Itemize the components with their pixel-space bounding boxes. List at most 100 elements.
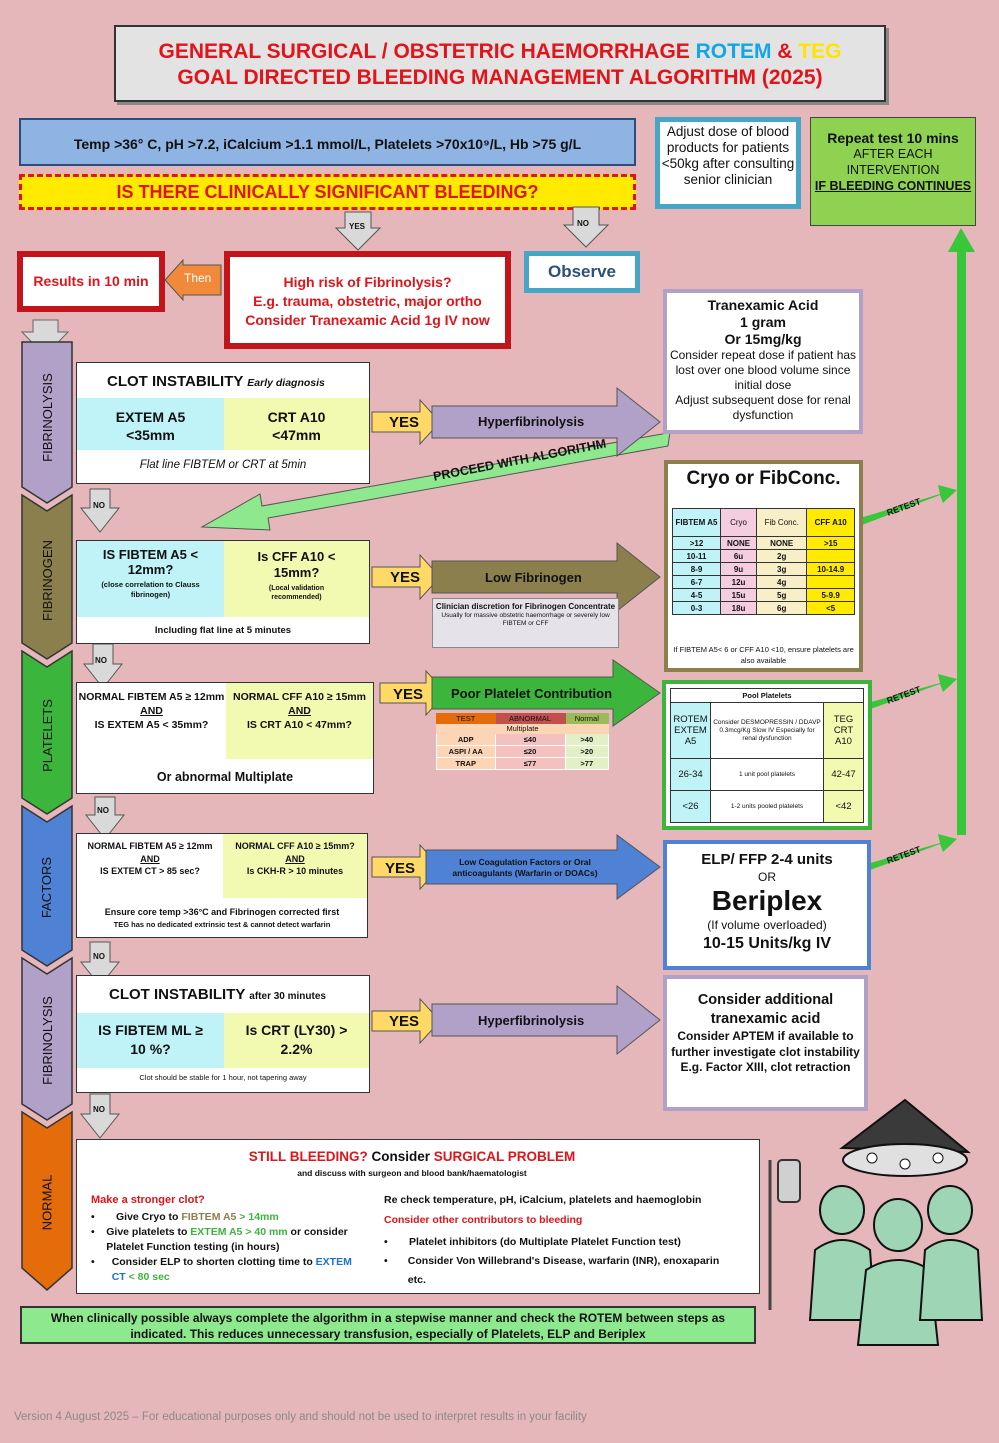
step2-cff: Is CFF A10 < 15mm? (Local validation rec… bbox=[224, 541, 369, 617]
fib-risk-line3: Consider Tranexamic Acid 1g IV now bbox=[245, 312, 490, 328]
step5-fibtem: IS FIBTEM ML ≥ 10 %? bbox=[77, 1013, 224, 1068]
footer-text: Version 4 August 2025 – For educational … bbox=[14, 1411, 587, 1423]
yes-label-top: YES bbox=[349, 222, 366, 231]
step2-right-note: (Local validation recommended) bbox=[268, 585, 325, 601]
cryo-cell: NONE bbox=[719, 536, 758, 550]
step3-right-and: AND bbox=[288, 705, 311, 717]
multiplate-cell: TRAP bbox=[436, 757, 496, 770]
side-label-fibrinolysis-2: FIBRINOLYSIS bbox=[39, 996, 55, 1085]
step1-box: CLOT INSTABILITY Early diagnosis EXTEM A… bbox=[76, 362, 370, 484]
final-left-item-3: •Consider ELP to shorten clotting time t… bbox=[91, 1256, 352, 1283]
step2-left: IS FIBTEM A5 < 12mm? bbox=[102, 547, 199, 577]
cryo-cell: 10-14.9 bbox=[806, 562, 855, 576]
repeat-test-box: Repeat test 10 mins AFTER EACH INTERVENT… bbox=[810, 117, 976, 226]
hyperfib-arrow-1 bbox=[431, 386, 661, 458]
step1-note: Flat line FIBTEM or CRT at 5min bbox=[139, 459, 307, 471]
mp-h-abnormal: ABNORMAL bbox=[494, 713, 566, 724]
fib-risk-line2: E.g. trauma, obstetric, major ortho bbox=[253, 293, 482, 309]
no-down-arrow bbox=[562, 206, 610, 248]
platelets-cell: 1-2 units pooled platelets bbox=[710, 790, 824, 823]
elp-l4: (If volume overloaded) bbox=[707, 918, 827, 932]
add-txa-l1: Consider additional tranexamic acid bbox=[697, 992, 834, 1027]
cryo-cell: 8-9 bbox=[672, 562, 721, 576]
no-arrow-3 bbox=[84, 796, 126, 840]
multiplate-row: ADP≤40>40 bbox=[436, 733, 610, 746]
adjust-dose-box: Adjust dose of blood products for patien… bbox=[655, 117, 801, 209]
observe-box: Observe bbox=[524, 251, 640, 293]
step3-right2: IS CRT A10 < 47mm? bbox=[247, 719, 352, 731]
mp-h-normal: Normal bbox=[564, 713, 610, 724]
final-right-item-2: •Consider Von Willebrand's Disease, warf… bbox=[384, 1255, 720, 1286]
step1-crt: CRT A10 <47mm bbox=[224, 398, 369, 450]
elp-l2: OR bbox=[758, 870, 776, 884]
step4-left2: IS EXTEM CT > 85 sec? bbox=[100, 866, 200, 876]
platelet-arrow bbox=[431, 659, 661, 727]
step2-box: IS FIBTEM A5 < 12mm? (close correlation … bbox=[76, 540, 370, 644]
title-line2: GOAL DIRECTED BLEEDING MANAGEMENT ALGORI… bbox=[177, 66, 823, 89]
platelets-cell: <42 bbox=[823, 790, 864, 823]
step2-note: Including flat line at 5 minutes bbox=[154, 625, 292, 636]
cryo-cell: 4-5 bbox=[672, 588, 721, 602]
cryo-cell: NONE bbox=[756, 536, 808, 550]
txa-l3: Or 15mg/kg bbox=[724, 331, 802, 347]
step1-subtitle: Early diagnosis bbox=[247, 377, 325, 389]
side-label-fibrinolysis-1: FIBRINOLYSIS bbox=[39, 372, 55, 462]
platelets-cell: 26-34 bbox=[670, 758, 711, 791]
cryo-cell: 9u bbox=[719, 562, 758, 576]
side-label-fibrinogen: FIBRINOGEN bbox=[39, 539, 55, 621]
step5-title: CLOT INSTABILITY after 30 minutes bbox=[109, 986, 326, 1003]
yes-label-3: YES bbox=[393, 686, 424, 703]
no-arrow-5 bbox=[79, 1093, 121, 1139]
retest-line bbox=[860, 228, 975, 873]
yes-down-arrow bbox=[334, 211, 382, 251]
step4-left-and: AND bbox=[140, 853, 160, 864]
step1-extem: EXTEM A5 <35mm bbox=[77, 398, 224, 450]
side-factors bbox=[21, 804, 73, 967]
final-left-list: •Give Cryo to FIBTEM A5 > 14mm •Give pla… bbox=[91, 1210, 361, 1285]
yes-label-5: YES bbox=[389, 1013, 420, 1030]
elp-l3: Beriplex bbox=[711, 885, 823, 916]
discretion-note: Usually for massive obstetric haemorrhag… bbox=[441, 612, 610, 627]
cryo-cell: 2g bbox=[756, 549, 808, 563]
txa-l4: Consider repeat dose if patient has lost… bbox=[669, 348, 857, 392]
no-label-5: NO bbox=[93, 1105, 105, 1114]
cryo-cell: 5g bbox=[756, 588, 808, 602]
side-label-platelets: PLATELETS bbox=[39, 698, 55, 772]
cryo-title: Cryo or FibConc. bbox=[686, 468, 841, 489]
proceed-arrow bbox=[200, 431, 671, 531]
step3-note: Or abnormal Multiplate bbox=[156, 770, 294, 784]
final-right-list: •Platelet inhibitors (do Multiplate Plat… bbox=[384, 1233, 724, 1290]
txa-box: Tranexamic Acid 1 gram Or 15mg/kg Consid… bbox=[663, 289, 863, 434]
step3-left2: IS EXTEM A5 < 35mm? bbox=[94, 719, 209, 731]
side-fibrinogen bbox=[21, 493, 73, 660]
cryo-box: Cryo or FibConc. FIBTEM A5 Cryo Fib Conc… bbox=[664, 460, 863, 672]
cryo-cell: >15 bbox=[806, 536, 855, 550]
multiplate-cell: ADP bbox=[436, 733, 496, 746]
yes-arrow-2 bbox=[371, 553, 441, 601]
step2-left-note: (close correlation to Clauss fibrinogen) bbox=[101, 580, 200, 599]
platelets-title: Pool Platelets bbox=[670, 688, 864, 703]
factors-label: Low Coagulation Factors or Oral anticoag… bbox=[452, 857, 598, 878]
final-box: STILL BLEEDING? Consider SURGICAL PROBLE… bbox=[76, 1139, 760, 1294]
then-arrow bbox=[164, 258, 222, 302]
step4-right: NORMAL CFF A10 ≥ 15mm? AND Is CKH-R > 10… bbox=[223, 834, 367, 898]
no-arrow-2 bbox=[82, 643, 124, 689]
then-label: Then bbox=[184, 271, 212, 285]
fib-risk-line1: High risk of Fibrinolysis? bbox=[283, 274, 452, 290]
step3-left: NORMAL FIBTEM A5 ≥ 12mm AND IS EXTEM A5 … bbox=[77, 683, 226, 759]
yes-label-2: YES bbox=[390, 569, 421, 586]
final-right-title: Re check temperature, pH, iCalcium, plat… bbox=[384, 1194, 702, 1206]
cryo-cell: 6g bbox=[756, 601, 808, 615]
elp-box: ELP/ FFP 2-4 units OR Beriplex (If volum… bbox=[663, 840, 871, 970]
side-normal bbox=[21, 1110, 73, 1291]
surgeon-illustration bbox=[768, 1098, 984, 1346]
step5-box: CLOT INSTABILITY after 30 minutes IS FIB… bbox=[76, 975, 370, 1093]
step4-note2: TEG has no dedicated extrinsic test & ca… bbox=[113, 920, 331, 929]
cryo-h-fibtem: FIBTEM A5 bbox=[672, 508, 721, 537]
step4-right1: NORMAL CFF A10 ≥ 15mm? bbox=[235, 841, 355, 851]
no-label-top: NO bbox=[577, 219, 589, 228]
platelets-cell: <26 bbox=[670, 790, 711, 823]
multiplate-row: TRAP≤77>77 bbox=[436, 757, 610, 770]
